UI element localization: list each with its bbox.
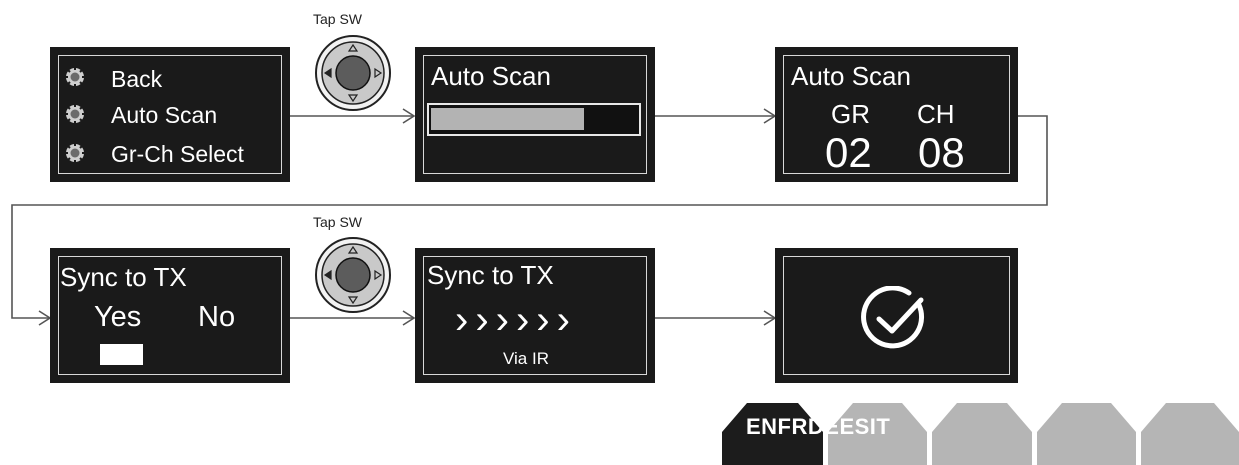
progress-bar-track (427, 103, 641, 136)
menu-item-auto-scan[interactable]: Auto Scan (111, 102, 218, 128)
sync-complete-screen (775, 248, 1018, 383)
screen-border (58, 55, 282, 174)
via-ir-label: Via IR (503, 349, 549, 368)
language-tab[interactable] (828, 403, 927, 465)
channel-label: CH (917, 99, 955, 129)
gear-icon (65, 67, 85, 87)
joystick-dpad-icon (315, 35, 391, 111)
menu-item-back[interactable]: Back (111, 66, 163, 92)
screen-border (423, 55, 647, 174)
no-option[interactable]: No (198, 301, 236, 333)
screen-border (783, 55, 1010, 174)
language-tab[interactable] (1141, 403, 1239, 465)
menu-item-gr-ch-select[interactable]: Gr-Ch Select (111, 141, 244, 167)
group-label: GR (831, 99, 870, 129)
group-value: 02 (825, 129, 872, 176)
menu-screen: Back Auto Scan Gr-Ch Select (50, 47, 290, 182)
sync-progress-chevrons: ›››››› (455, 298, 577, 342)
check-circle-icon (861, 286, 925, 349)
tap-sw-label-2: Tap SW (313, 214, 363, 230)
language-tab-label: ENFRDEESIT (746, 414, 891, 439)
auto-scan-result-screen: Auto Scan GR CH 02 08 (775, 47, 1018, 182)
screen-border (783, 256, 1010, 375)
screen-title: Sync to TX (60, 262, 187, 292)
screen-border (58, 256, 282, 375)
screen-title: Auto Scan (431, 61, 551, 91)
selection-cursor (100, 344, 143, 365)
syncing-screen: Sync to TX ›››››› Via IR (415, 248, 655, 383)
screen-title: Auto Scan (791, 61, 911, 91)
channel-value: 08 (918, 129, 965, 176)
joystick-dpad-icon (315, 237, 391, 313)
screen-title: Sync to TX (427, 260, 554, 290)
language-tab[interactable] (1037, 403, 1136, 465)
gear-icon (65, 104, 85, 124)
auto-scan-progress-screen: Auto Scan (415, 47, 655, 182)
language-tab[interactable] (932, 403, 1032, 465)
language-tab-active[interactable] (722, 403, 823, 465)
sync-prompt-screen: Sync to TX Yes No (50, 248, 290, 383)
progress-bar-fill (431, 108, 585, 130)
tap-sw-label-1: Tap SW (313, 11, 363, 27)
screen-border (423, 256, 647, 375)
gear-icon (65, 143, 85, 163)
yes-option[interactable]: Yes (94, 301, 142, 333)
